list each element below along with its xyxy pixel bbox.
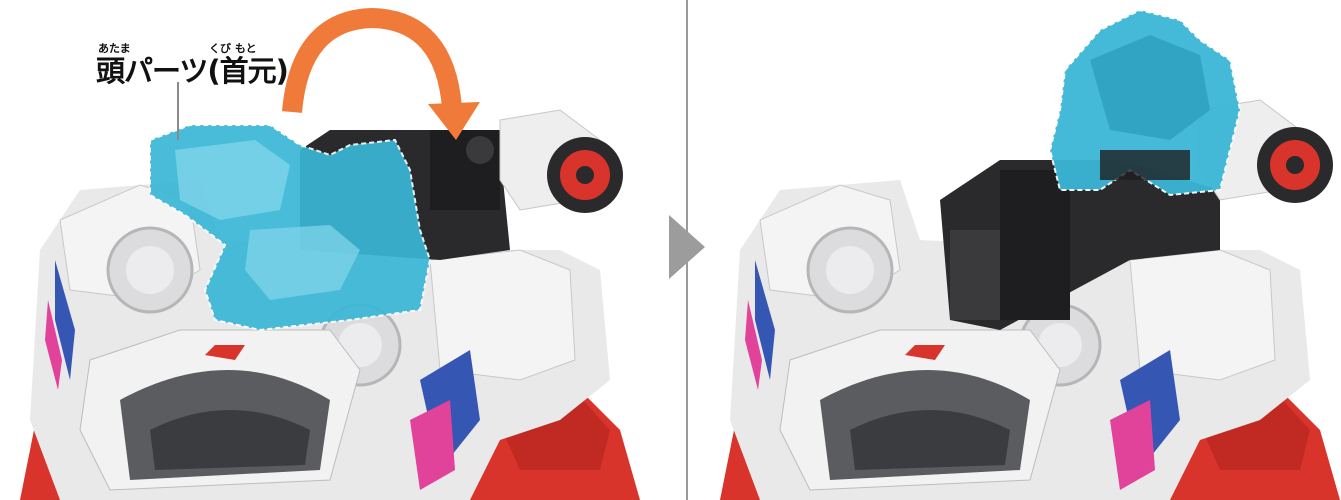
step-before-panel: あたま くび もと 頭パーツ(首元) [0, 0, 680, 500]
head-part-label-text: 頭パーツ(首元) [96, 56, 288, 86]
head-part-label: あたま くび もと 頭パーツ(首元) [96, 40, 288, 86]
step-after-panel [700, 0, 1341, 500]
curved-arrow-icon [292, 18, 452, 112]
robot-after-illustration [700, 0, 1341, 500]
ruby-atama: あたま [98, 40, 131, 56]
ruby-kubimoto: くび もと [209, 40, 257, 56]
